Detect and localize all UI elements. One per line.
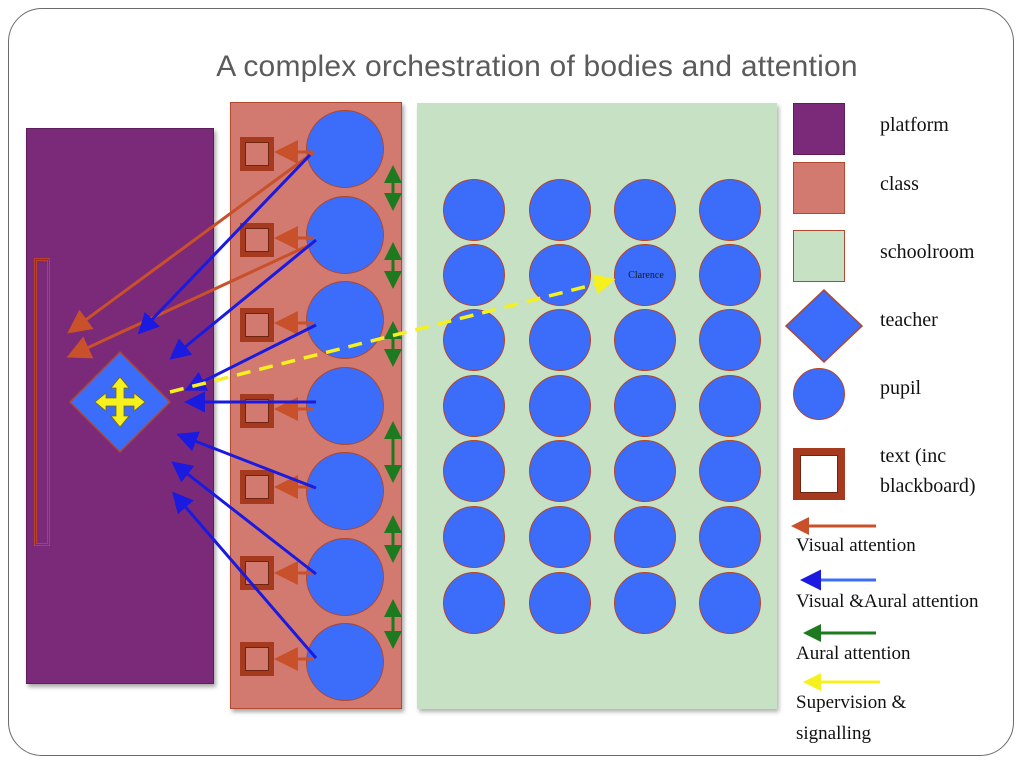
schoolroom-pupil bbox=[443, 506, 505, 568]
slide-frame bbox=[8, 8, 1014, 756]
move-arrows-icon bbox=[94, 376, 146, 428]
schoolroom-pupil bbox=[529, 506, 591, 568]
text-box bbox=[240, 470, 274, 504]
legend-text-label-line2: blackboard) bbox=[880, 475, 976, 497]
legend-visual-label: Visual attention bbox=[796, 535, 916, 556]
text-box bbox=[240, 223, 274, 257]
visual-aural-attention-arrows bbox=[137, 153, 318, 659]
blackboard bbox=[34, 258, 50, 546]
schoolroom-pupil bbox=[699, 375, 761, 437]
visual-attention-arrows bbox=[66, 140, 315, 671]
text-box bbox=[240, 642, 274, 676]
schoolroom-pupil bbox=[614, 179, 676, 241]
legend-schoolroom-swatch bbox=[793, 230, 845, 282]
legend-class-label: class bbox=[880, 173, 919, 195]
schoolroom-pupil bbox=[699, 506, 761, 568]
legend-pupil-swatch bbox=[793, 368, 845, 420]
schoolroom-pupil bbox=[699, 309, 761, 371]
legend-teacher-swatch bbox=[784, 288, 864, 364]
schoolroom-pupil bbox=[443, 244, 505, 306]
schoolroom-pupil: Clarence bbox=[614, 244, 676, 306]
legend-text-swatch bbox=[793, 448, 845, 500]
schoolroom-pupil bbox=[529, 375, 591, 437]
schoolroom-pupil bbox=[614, 572, 676, 634]
schoolroom-pupil bbox=[529, 572, 591, 634]
schoolroom-pupil bbox=[614, 375, 676, 437]
schoolroom-pupil bbox=[443, 440, 505, 502]
schoolroom-pupil bbox=[529, 244, 591, 306]
legend-platform-label: platform bbox=[880, 114, 949, 136]
class-pupil bbox=[306, 196, 384, 274]
legend-supervision-label-line1: Supervision & bbox=[796, 692, 907, 713]
slide-title: A complex orchestration of bodies and at… bbox=[216, 50, 858, 83]
schoolroom-pupil bbox=[443, 179, 505, 241]
class-pupil bbox=[306, 538, 384, 616]
schoolroom-pupil bbox=[699, 572, 761, 634]
schoolroom-pupil bbox=[699, 244, 761, 306]
class-pupil bbox=[306, 623, 384, 701]
teacher-symbol bbox=[68, 350, 172, 454]
schoolroom-pupil bbox=[529, 179, 591, 241]
class-pupil bbox=[306, 452, 384, 530]
legend-supervision-label-line2: signalling bbox=[796, 723, 871, 744]
legend-aural-label: Aural attention bbox=[796, 643, 911, 664]
schoolroom-pupil bbox=[529, 309, 591, 371]
class-pupil bbox=[306, 281, 384, 359]
schoolroom-pupil bbox=[699, 440, 761, 502]
schoolroom-pupil bbox=[614, 440, 676, 502]
class-pupil bbox=[306, 110, 384, 188]
legend-platform-swatch bbox=[793, 103, 845, 155]
schoolroom-pupil bbox=[443, 572, 505, 634]
schoolroom-pupil bbox=[614, 309, 676, 371]
legend-schoolroom-label: schoolroom bbox=[880, 241, 975, 263]
schoolroom-pupil bbox=[443, 375, 505, 437]
legend-teacher-label: teacher bbox=[880, 309, 938, 331]
legend-text-label-line1: text (inc bbox=[880, 445, 947, 467]
text-box bbox=[240, 137, 274, 171]
schoolroom-pupil bbox=[529, 440, 591, 502]
schoolroom-pupil bbox=[699, 179, 761, 241]
text-box bbox=[240, 394, 274, 428]
legend-pupil-label: pupil bbox=[880, 377, 922, 399]
supervision-line bbox=[169, 274, 616, 394]
legend-visual-aural-label: Visual &Aural attention bbox=[796, 591, 979, 612]
text-box bbox=[240, 308, 274, 342]
schoolroom-pupil bbox=[443, 309, 505, 371]
legend-class-swatch bbox=[793, 162, 845, 214]
pupil-name-clarence: Clarence bbox=[628, 270, 664, 281]
schoolroom-pupil bbox=[614, 506, 676, 568]
class-pupil bbox=[306, 367, 384, 445]
